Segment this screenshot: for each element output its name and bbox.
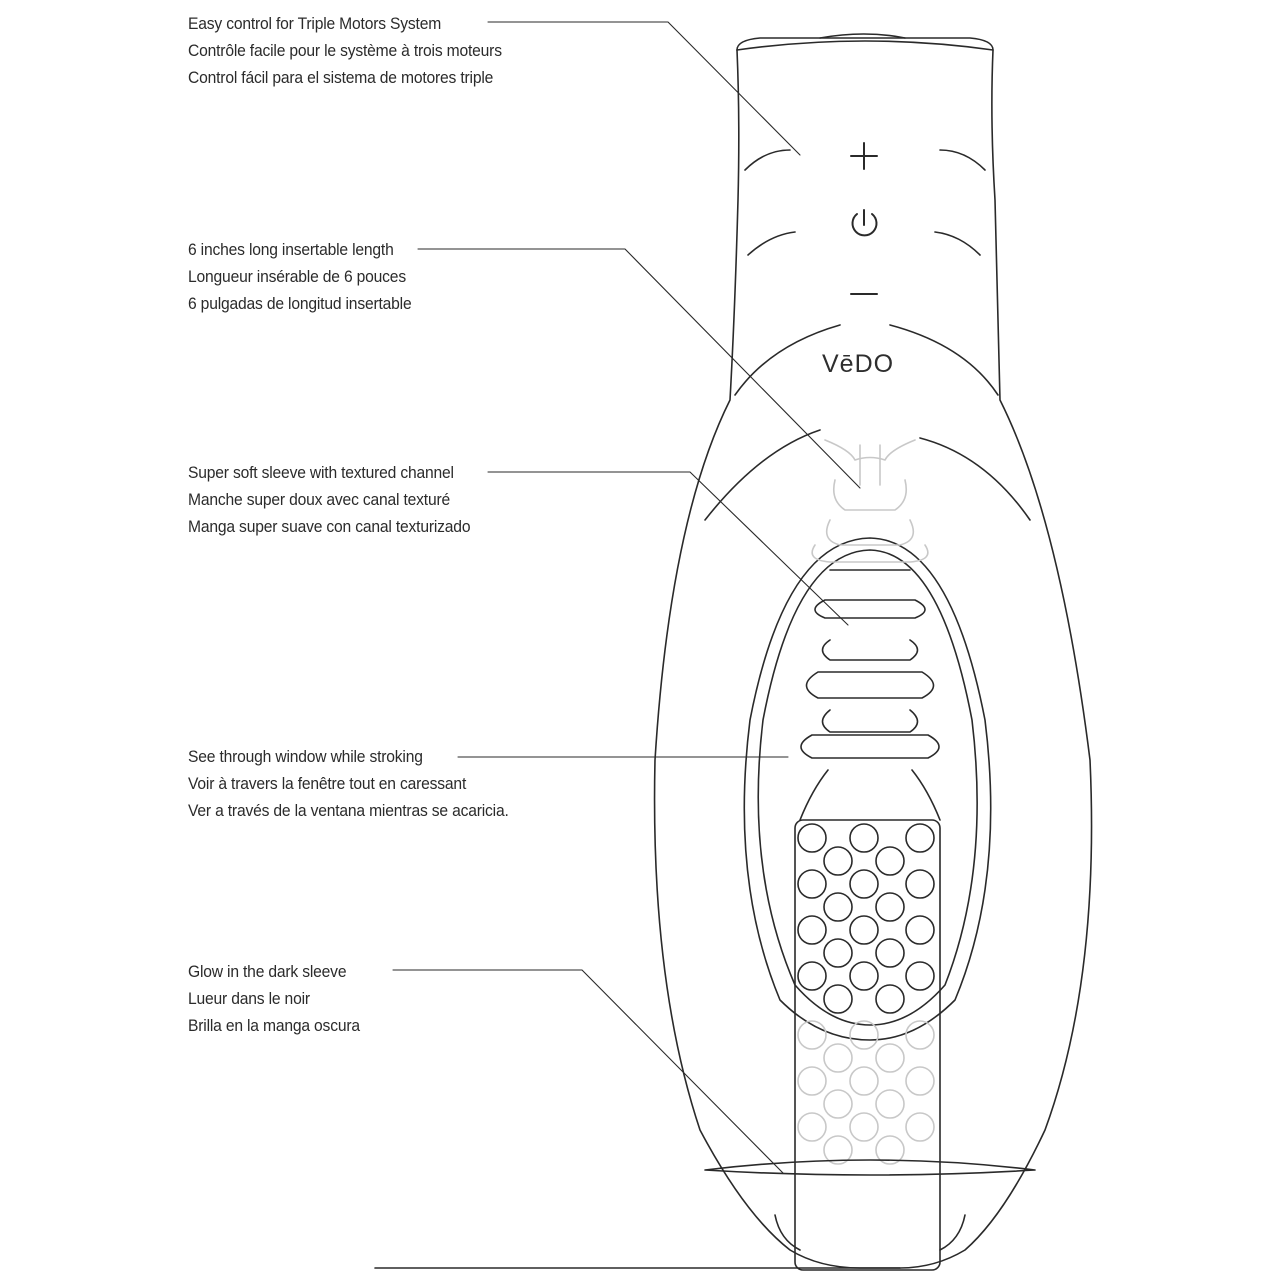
bead: [905, 1020, 935, 1050]
textured-bead-column: [794, 819, 941, 1271]
sleeve-channel-top: [811, 439, 929, 563]
feature-window-es: Ver a través de la ventana mientras se a…: [188, 801, 509, 820]
plus-icon[interactable]: [850, 142, 878, 170]
bead: [849, 823, 879, 853]
feature-motors-en: Easy control for Triple Motors System: [188, 14, 442, 33]
bead: [849, 1020, 879, 1050]
bead: [905, 1112, 935, 1142]
feature-sleeve-es: Manga super suave con canal texturizado: [188, 517, 471, 536]
bead: [875, 846, 905, 876]
bead: [797, 961, 827, 991]
bead: [849, 961, 879, 991]
bead: [905, 823, 935, 853]
bead: [797, 1020, 827, 1050]
feature-length-es: 6 pulgadas de longitud insertable: [188, 294, 412, 313]
feature-length: 6 inches long insertable length Longueur…: [188, 236, 412, 317]
feature-window-fr: Voir à travers la fenêtre tout en caress…: [188, 774, 467, 793]
feature-motors-es: Control fácil para el sistema de motores…: [188, 68, 494, 87]
bead: [875, 892, 905, 922]
bead: [823, 892, 853, 922]
feature-motors-fr: Contrôle facile pour le système à trois …: [188, 41, 502, 60]
bead: [905, 915, 935, 945]
bead: [875, 938, 905, 968]
bead: [823, 938, 853, 968]
bead: [849, 869, 879, 899]
bead: [823, 1043, 853, 1073]
bead: [797, 915, 827, 945]
feature-sleeve-en: Super soft sleeve with textured channel: [188, 463, 454, 482]
feature-glow-fr: Lueur dans le noir: [188, 989, 310, 1008]
bead: [823, 1135, 853, 1165]
leader-line-length: [417, 248, 861, 489]
bead: [823, 846, 853, 876]
bead: [905, 869, 935, 899]
feature-window-en: See through window while stroking: [188, 747, 423, 766]
bead: [797, 1066, 827, 1096]
bead: [849, 915, 879, 945]
bead-texture-inner: [797, 823, 935, 1014]
feature-sleeve-fr: Manche super doux avec canal texturé: [188, 490, 451, 509]
feature-sleeve: Super soft sleeve with textured channel …: [188, 459, 471, 540]
power-icon[interactable]: [851, 209, 878, 237]
bead: [875, 1089, 905, 1119]
device-body-outline: [374, 33, 1093, 1269]
feature-glow-en: Glow in the dark sleeve: [188, 962, 347, 981]
bead: [849, 1066, 879, 1096]
bead: [905, 1066, 935, 1096]
leader-line-glow: [392, 969, 784, 1174]
textured-channel-ribs: [799, 569, 941, 821]
see-through-window: [743, 537, 992, 1041]
leader-lines: [392, 21, 861, 1174]
bead: [849, 1112, 879, 1142]
feature-length-fr: Longueur insérable de 6 pouces: [188, 267, 406, 286]
feature-window: See through window while stroking Voir à…: [188, 743, 509, 824]
leader-line-motors: [487, 21, 801, 156]
feature-glow: Glow in the dark sleeve Lueur dans le no…: [188, 958, 360, 1039]
bead: [797, 869, 827, 899]
bead: [797, 823, 827, 853]
vedo-logo: VēDO: [822, 350, 895, 378]
feature-glow-es: Brilla en la manga oscura: [188, 1016, 360, 1035]
feature-length-en: 6 inches long insertable length: [188, 240, 394, 259]
bead: [875, 984, 905, 1014]
bead: [875, 1043, 905, 1073]
bead: [823, 984, 853, 1014]
bottom-opening: [704, 1159, 1036, 1251]
bead: [905, 961, 935, 991]
bead: [797, 1112, 827, 1142]
leader-line-sleeve: [487, 471, 849, 626]
bead-texture-lower: [797, 1020, 935, 1165]
feature-motors: Easy control for Triple Motors System Co…: [188, 10, 502, 91]
bead: [875, 1135, 905, 1165]
bead: [823, 1089, 853, 1119]
